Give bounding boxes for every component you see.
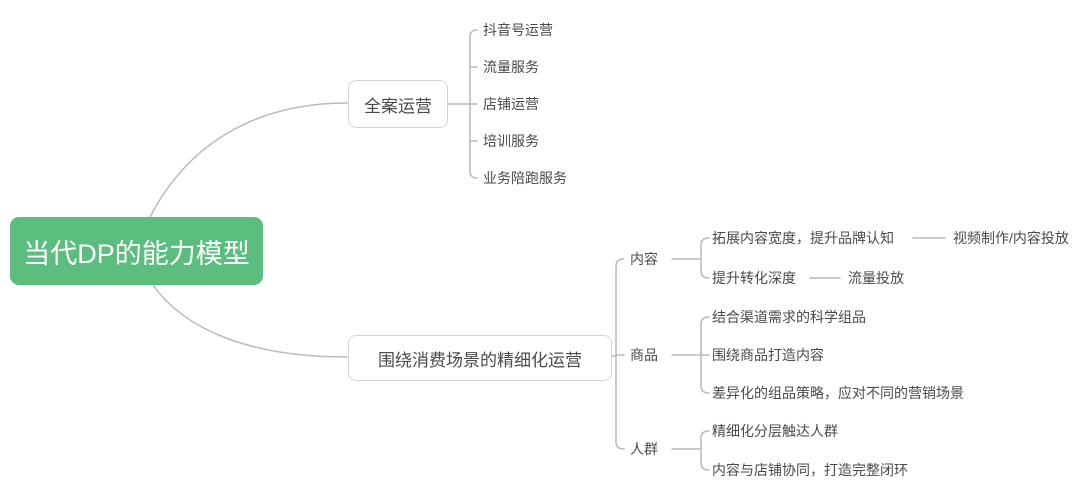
leaf-video-production-content-ads[interactable]: 视频制作/内容投放 [953,230,1069,246]
bracket-content [700,237,710,279]
leaf-refined-layered-reach[interactable]: 精细化分层触达人群 [712,423,838,439]
curve-root-to-top-branch [149,102,348,218]
leaf-douyin-account-operation[interactable]: 抖音号运营 [483,22,553,38]
leaf-content-around-product[interactable]: 围绕商品打造内容 [712,347,824,363]
bracket-bottombranch [615,258,625,450]
leaf-content-store-synergy[interactable]: 内容与店铺协同，打造完整闭环 [712,462,908,478]
leaf-product[interactable]: 商品 [630,347,658,363]
leaf-content[interactable]: 内容 [630,251,658,267]
bracket-audience [700,430,710,471]
leaf-differentiated-product-strategy[interactable]: 差异化的组品策略，应对不同的营销场景 [712,385,964,401]
leaf-expand-content-width[interactable]: 拓展内容宽度，提升品牌认知 [712,230,894,246]
leaf-training-service[interactable]: 培训服务 [483,133,539,149]
leaf-improve-conversion-depth[interactable]: 提升转化深度 [712,270,796,286]
branch-node-refined-operation[interactable]: 围绕消费场景的精细化运营 [348,335,612,381]
leaf-business-accompany-service[interactable]: 业务陪跑服务 [483,170,567,186]
leaf-traffic-ads[interactable]: 流量投放 [848,270,904,286]
leaf-store-operation[interactable]: 店铺运营 [483,96,539,112]
leaf-scientific-product-mix[interactable]: 结合渠道需求的科学组品 [712,309,866,325]
root-node[interactable]: 当代DP的能力模型 [10,217,263,285]
branch-node-full-case-operation[interactable]: 全案运营 [348,80,448,128]
leaf-traffic-service[interactable]: 流量服务 [483,59,539,75]
curve-root-to-bottom-branch [152,284,348,358]
leaf-audience[interactable]: 人群 [630,441,658,457]
